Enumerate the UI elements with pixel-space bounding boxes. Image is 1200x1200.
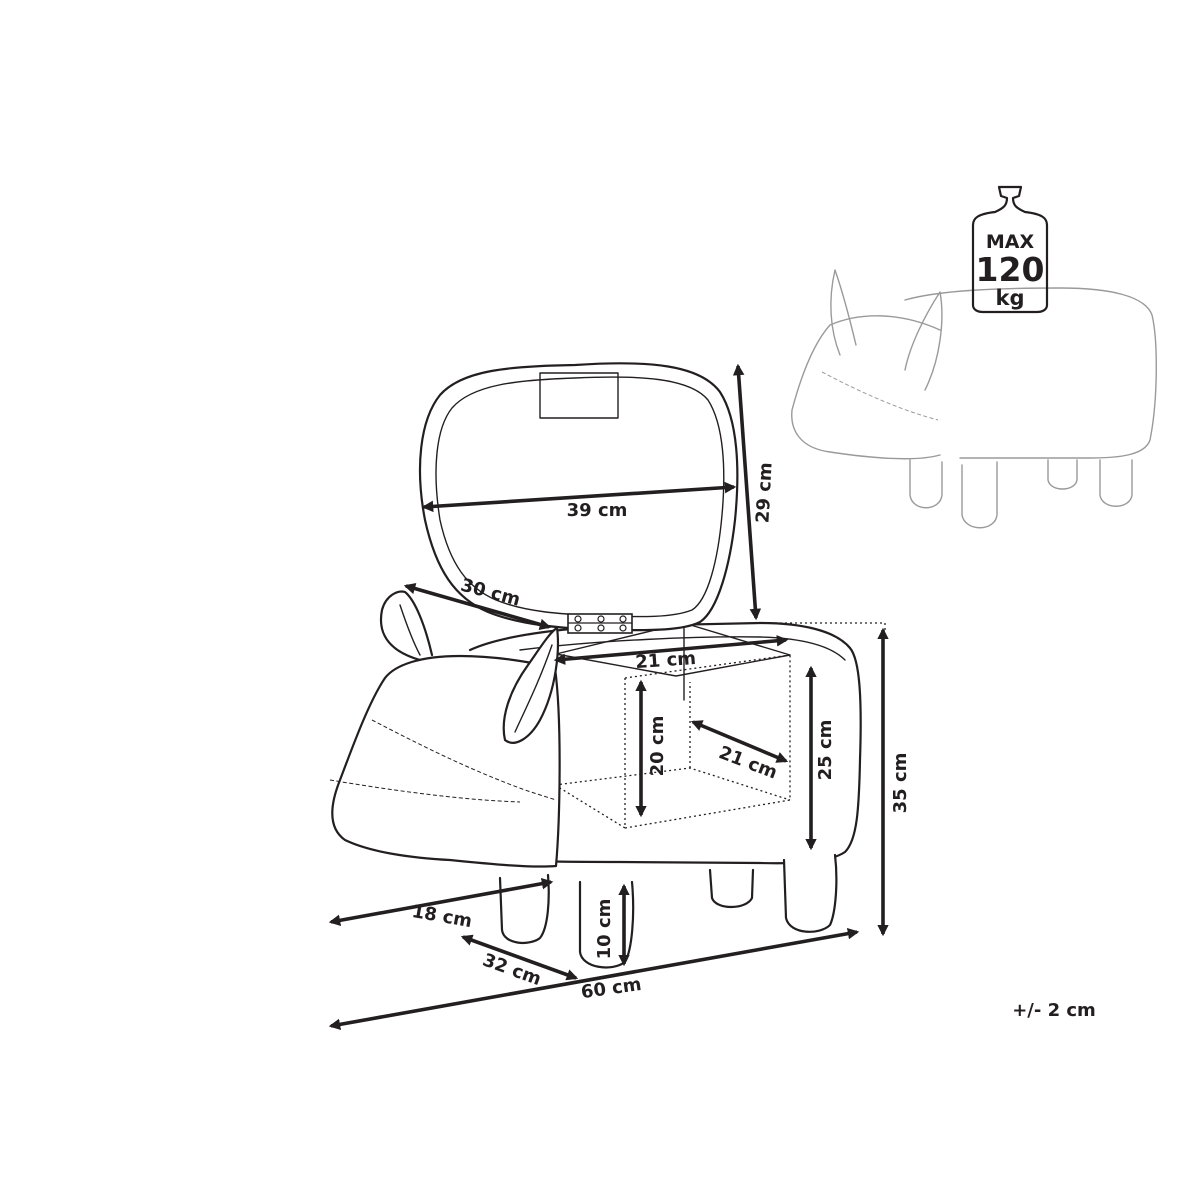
arrow-head-length xyxy=(328,877,554,927)
label-lid-height: 29 cm xyxy=(752,462,776,524)
reference-ottoman-icon xyxy=(791,269,1157,529)
label-compartment-width: 21 cm xyxy=(635,648,697,673)
max-weight-unit: kg xyxy=(996,286,1025,310)
label-compartment-height: 20 cm xyxy=(647,716,668,777)
arrow-lid-depth xyxy=(403,583,552,630)
label-body-height: 25 cm xyxy=(815,720,836,781)
hinge-icon xyxy=(567,613,633,634)
max-weight-label-line1: MAX xyxy=(986,231,1035,253)
label-head-length: 18 cm xyxy=(410,901,473,932)
tolerance-note: +/- 2 cm xyxy=(1012,1000,1096,1021)
arrow-compartment-width xyxy=(553,635,789,665)
arrow-total-length xyxy=(328,927,860,1031)
dimension-arrows xyxy=(328,363,889,1031)
arrow-lid-width xyxy=(421,481,737,513)
max-weight-value: 120 xyxy=(976,250,1045,289)
arrow-compartment-depth xyxy=(690,720,789,763)
arrow-lid-height xyxy=(732,363,762,621)
label-leg-height: 10 cm xyxy=(594,899,615,960)
ottoman-main-drawing xyxy=(329,362,886,969)
max-weight-badge-icon: MAX 120 kg xyxy=(971,185,1049,314)
label-total-height: 35 cm xyxy=(890,753,911,814)
label-lid-width: 39 cm xyxy=(567,500,628,521)
